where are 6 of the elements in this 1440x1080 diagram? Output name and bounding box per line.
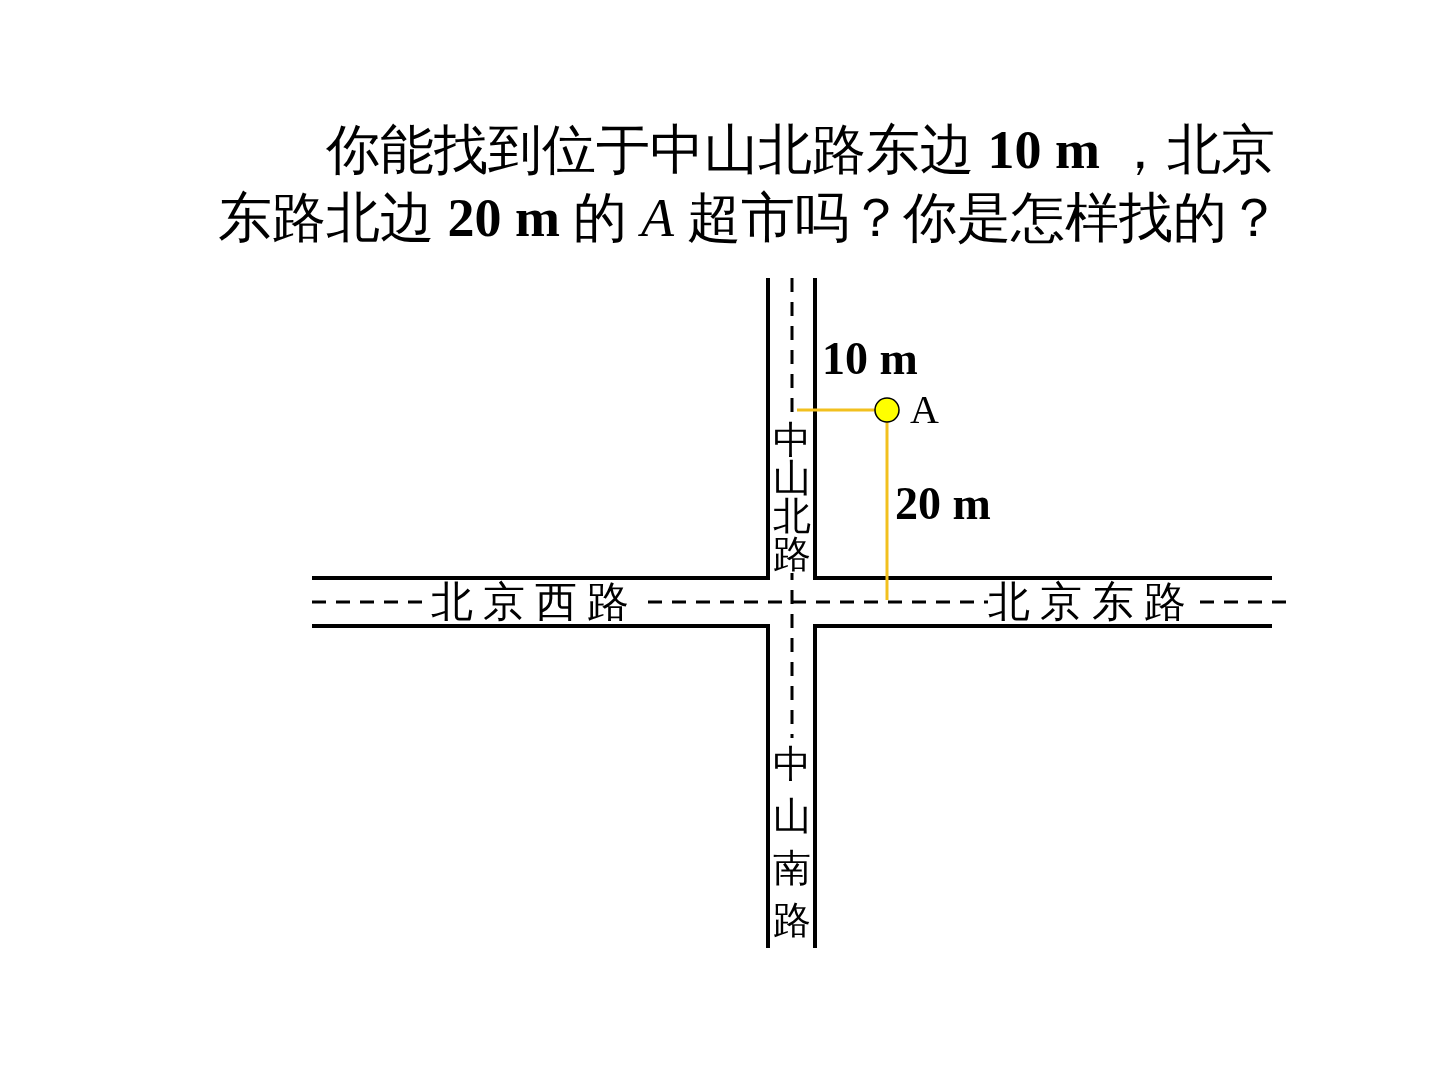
distance-label: 20 m bbox=[895, 479, 991, 530]
road-name: 北京西路 bbox=[431, 581, 639, 623]
distance-label: 10 m bbox=[822, 334, 918, 385]
point-label: A bbox=[910, 388, 939, 432]
road-name: 中山北路 bbox=[772, 421, 812, 573]
question-text: 你能找到位于中山北路东边 10 m ，北京东路北边 20 m 的 A 超市吗？你是怎样找的？ bbox=[218, 119, 1283, 250]
